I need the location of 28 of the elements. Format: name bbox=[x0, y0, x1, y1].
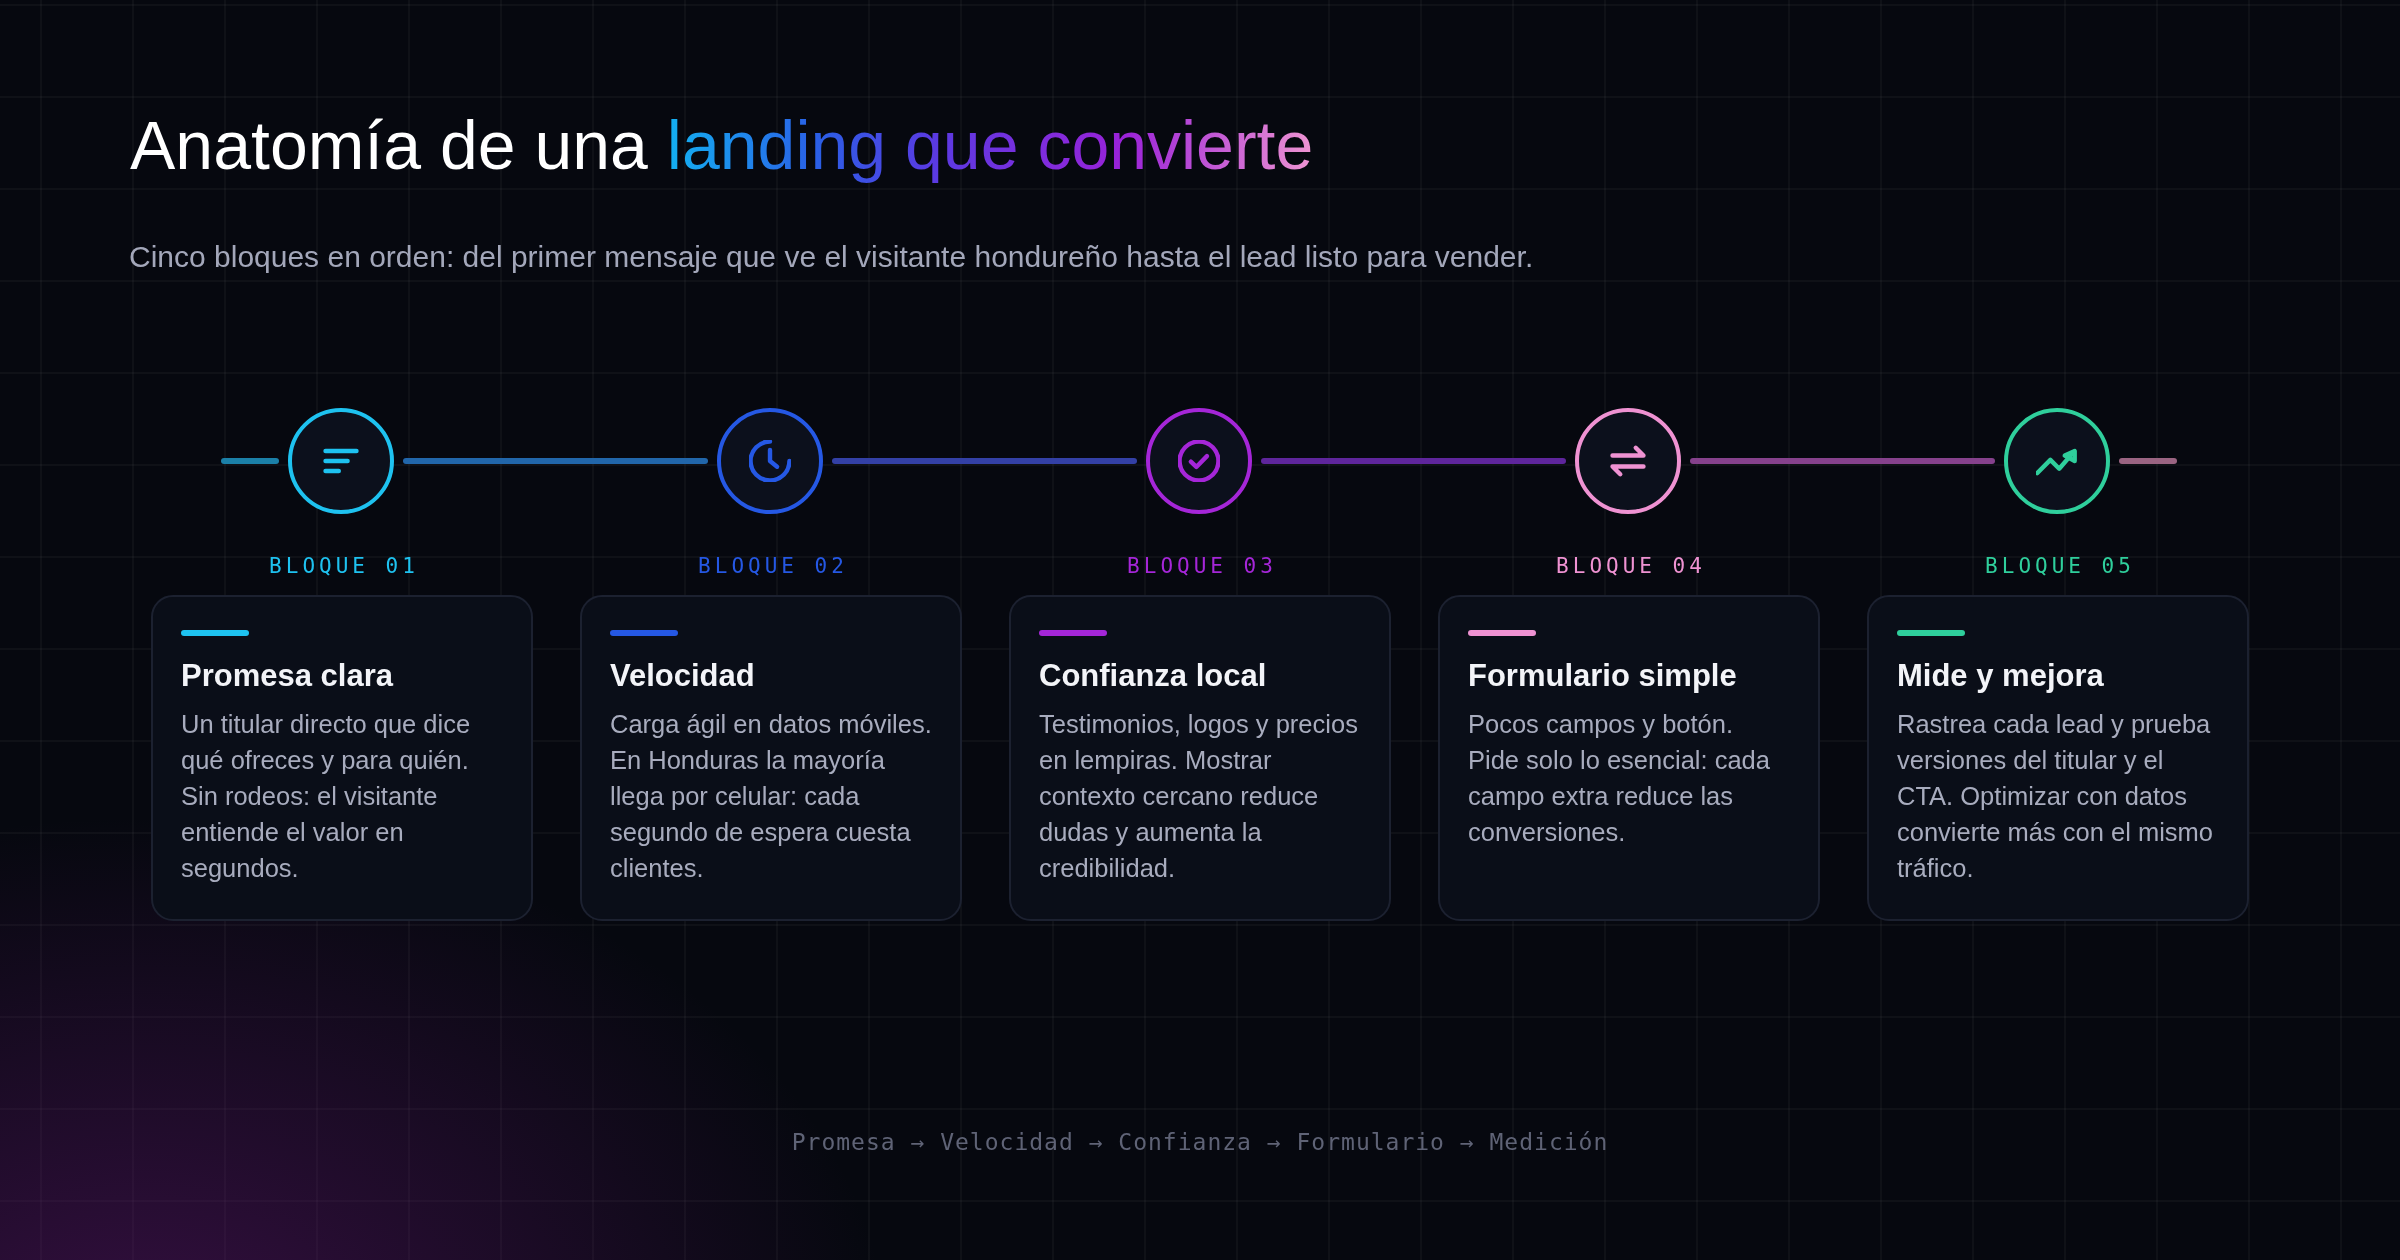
step-card bbox=[1867, 595, 2249, 921]
step-label: BLOQUE 01 bbox=[269, 553, 419, 580]
step-label: BLOQUE 04 bbox=[1556, 553, 1706, 580]
card-text: Un titular directo que dice qué ofreces y para quién. Sin rodeos: el visitante entiende el valor en segundos. bbox=[181, 709, 472, 884]
card-title: Confianza local bbox=[1039, 657, 1267, 695]
subtitle: Cinco bloques en orden: del primer mensaje que ve el visitante hondureño hasta el lead listo para vender. bbox=[129, 239, 1534, 275]
step-card bbox=[151, 595, 533, 921]
step-label: BLOQUE 05 bbox=[1985, 553, 2135, 580]
step-card bbox=[1438, 595, 1820, 921]
card-text: Pocos campos y botón. Pide solo lo esencial: cada campo extra reduce las conversiones. bbox=[1468, 709, 1771, 848]
connector-line bbox=[832, 458, 1137, 464]
step-label: BLOQUE 03 bbox=[1127, 553, 1277, 580]
connector-line bbox=[221, 458, 279, 464]
connector-line bbox=[2119, 458, 2177, 464]
card-title: Promesa clara bbox=[181, 657, 393, 695]
connector-line bbox=[1690, 458, 1995, 464]
connector-line bbox=[403, 458, 708, 464]
step-label: BLOQUE 02 bbox=[698, 553, 848, 580]
connector-line bbox=[1261, 458, 1566, 464]
card-text: Carga ágil en datos móviles. En Honduras la mayoría llega por celular: cada segundo de espera cuesta clientes. bbox=[610, 709, 932, 884]
footer-note: Promesa → Velocidad → Confianza → Formulario → Medición bbox=[791, 1128, 1609, 1157]
card-title: Velocidad bbox=[610, 657, 755, 695]
card-text: Testimonios, logos y precios en lempiras. Mostrar contexto cercano reduce dudas y aumenta la credibilidad. bbox=[1039, 709, 1359, 884]
card-text: Rastrea cada lead y prueba versiones del titular y el CTA. Optimizar con datos convierte más con el mismo tráfico. bbox=[1897, 709, 2215, 884]
step-card bbox=[1009, 595, 1391, 921]
card-title: Formulario simple bbox=[1468, 657, 1737, 695]
card-title: Mide y mejora bbox=[1897, 657, 2104, 695]
step-card bbox=[580, 595, 962, 921]
